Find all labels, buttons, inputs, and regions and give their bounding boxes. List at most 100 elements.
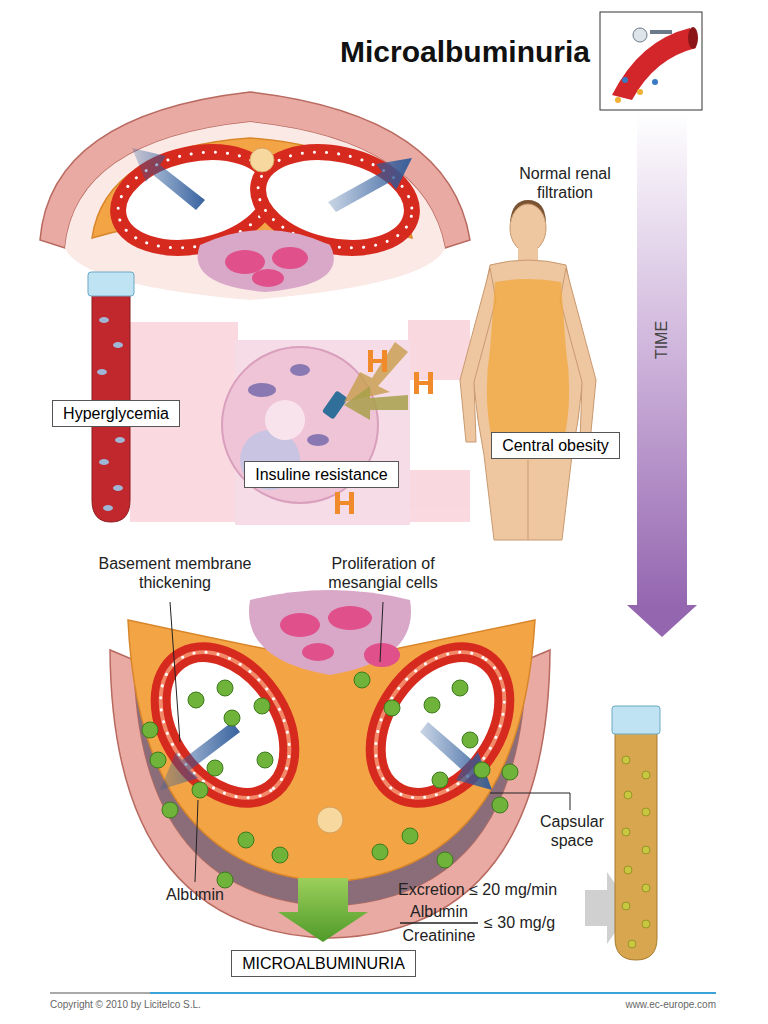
illustration-part bbox=[408, 470, 470, 522]
illustration-part bbox=[400, 922, 478, 924]
illustration-part bbox=[249, 590, 411, 675]
label-box: Hyperglycemia bbox=[52, 400, 180, 427]
label-box: Central obesity bbox=[491, 432, 620, 459]
illustration-part bbox=[628, 940, 636, 948]
illustration-part bbox=[487, 279, 569, 450]
illustration-part bbox=[238, 832, 254, 848]
illustration-part bbox=[612, 28, 696, 100]
illustration-part bbox=[198, 230, 334, 292]
illustration-part bbox=[622, 902, 630, 910]
illustration-part bbox=[492, 797, 508, 813]
illustration-part bbox=[224, 710, 240, 726]
footer-rule bbox=[50, 993, 716, 994]
illustration-part bbox=[600, 12, 702, 110]
illustration-part bbox=[490, 793, 570, 810]
illustration-part bbox=[307, 434, 329, 446]
part-label: Albumin bbox=[150, 885, 240, 904]
illustration-part bbox=[420, 722, 492, 790]
illustration-part bbox=[103, 505, 113, 511]
illustration-part bbox=[637, 89, 643, 95]
illustration-part bbox=[627, 605, 697, 637]
label-box: Insuline resistance bbox=[244, 461, 399, 488]
illustration-part bbox=[612, 706, 660, 734]
illustration-part bbox=[132, 148, 205, 210]
illustration-part bbox=[317, 807, 343, 833]
illustration-part bbox=[622, 756, 630, 764]
illustration-part bbox=[278, 878, 368, 942]
illustration-part bbox=[637, 112, 687, 607]
illustration-part bbox=[65, 122, 445, 300]
illustration-part bbox=[452, 680, 468, 696]
illustration-part bbox=[642, 771, 650, 779]
illustration-part bbox=[113, 485, 123, 491]
illustration-part bbox=[328, 158, 412, 212]
illustration-part bbox=[633, 28, 647, 42]
illustration-part bbox=[414, 381, 433, 385]
illustration-part bbox=[192, 782, 208, 798]
illustration-part bbox=[134, 628, 316, 822]
pink-bands bbox=[130, 320, 470, 522]
illustration-part bbox=[265, 400, 305, 440]
illustration-part bbox=[302, 643, 334, 661]
illustration-part bbox=[615, 730, 657, 960]
man-figure bbox=[460, 200, 596, 540]
illustration-part bbox=[225, 250, 265, 274]
illustration-part bbox=[462, 732, 478, 748]
illustration-part bbox=[335, 501, 354, 505]
illustration-part bbox=[160, 722, 240, 790]
axis-label: TIME bbox=[652, 321, 671, 359]
illustration-part bbox=[250, 148, 274, 172]
part-label: Capsular space bbox=[522, 812, 622, 850]
urine-test-tube bbox=[612, 706, 660, 960]
box-text: Central obesity bbox=[502, 433, 609, 458]
label-box: MICROALBUMINURIA bbox=[231, 950, 416, 977]
illustration-part bbox=[474, 762, 490, 778]
illustration-part bbox=[642, 846, 650, 854]
illustration-part bbox=[217, 872, 233, 888]
illustration-part bbox=[344, 342, 408, 402]
part-label: Proliferation of mesangial cells bbox=[308, 554, 458, 592]
illustration-part bbox=[170, 602, 180, 742]
illustration-part bbox=[207, 760, 223, 776]
leader-lines bbox=[170, 602, 570, 882]
illustration-part bbox=[142, 672, 518, 888]
illustration-part bbox=[622, 756, 650, 948]
time-arrow bbox=[627, 112, 697, 637]
illustration-part bbox=[335, 350, 433, 514]
illustration-part bbox=[134, 628, 316, 822]
illustration-part bbox=[344, 386, 408, 420]
illustration-part bbox=[162, 802, 178, 818]
part-label: Basement membrane thickening bbox=[80, 554, 270, 592]
illustration-part bbox=[424, 697, 440, 713]
box-text: Hyperglycemia bbox=[63, 401, 169, 426]
illustration-part bbox=[510, 204, 546, 252]
illustration-part bbox=[50, 992, 150, 994]
illustration-part bbox=[624, 866, 632, 874]
illustration-part bbox=[642, 808, 650, 816]
fraction-denominator: Creatinine bbox=[391, 926, 487, 945]
illustration-part bbox=[217, 680, 233, 696]
illustration-part bbox=[328, 606, 372, 630]
illustration-part bbox=[280, 613, 320, 637]
illustration-part bbox=[372, 844, 388, 860]
illustration-part bbox=[652, 79, 658, 85]
illustration-part bbox=[408, 320, 470, 380]
illustration-part bbox=[115, 437, 125, 443]
illustration-part bbox=[88, 272, 134, 296]
illustration-part bbox=[642, 920, 650, 928]
illustration-part bbox=[99, 317, 109, 323]
value-label: Excretion ≤ 20 mg/min bbox=[398, 880, 588, 899]
illustration-part bbox=[99, 459, 109, 465]
illustration-part bbox=[432, 772, 448, 788]
illustration-part bbox=[134, 628, 316, 822]
illustration-part bbox=[188, 692, 204, 708]
caption-label: Normal renal filtration bbox=[495, 164, 635, 202]
illustration-part bbox=[257, 752, 273, 768]
illustration-part bbox=[622, 77, 628, 83]
illustration-part bbox=[248, 383, 276, 397]
illustration-part bbox=[688, 27, 698, 49]
illustration-part bbox=[252, 269, 284, 287]
illustration-part bbox=[502, 764, 518, 780]
